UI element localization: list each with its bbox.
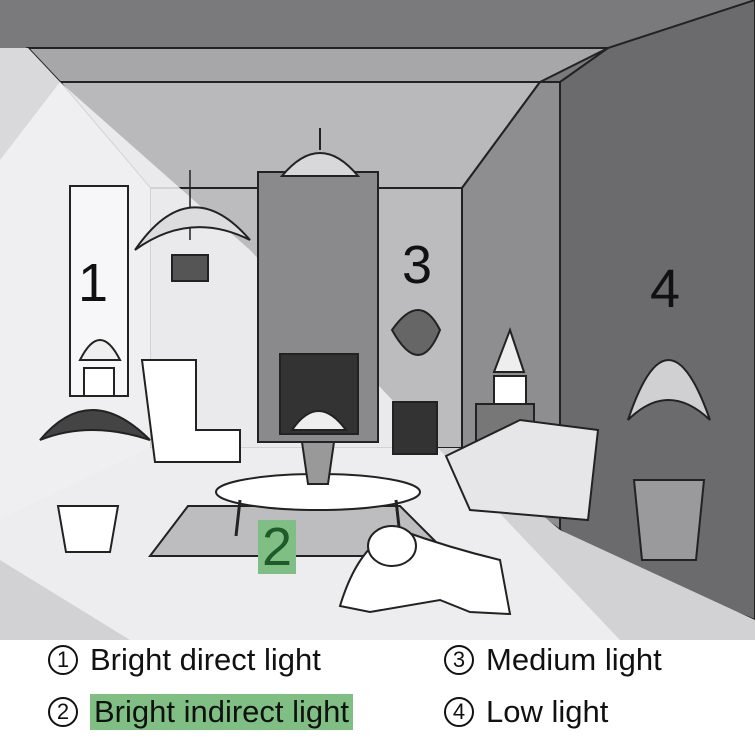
armchair-icon: [140, 359, 241, 463]
dog-icon: [338, 525, 512, 616]
legend-item-3: 3 Medium light: [444, 642, 662, 678]
legend-item-2: 2 Bright indirect light: [48, 694, 354, 730]
legend-label-3: Medium light: [486, 642, 662, 677]
plant-icon-large: [39, 409, 151, 553]
fiddle-leaf-fig-icon: [390, 309, 442, 455]
legend-number-4: 4: [444, 697, 474, 727]
sofa-chair-icon: [444, 418, 600, 522]
plant-icon: [78, 339, 122, 397]
zone-number-4: 4: [650, 259, 681, 319]
legend-label-1: Bright direct light: [90, 642, 321, 677]
zone-number-2: 2: [258, 520, 297, 574]
light-legend: 1 Bright direct light 2 Bright indirect …: [48, 640, 738, 740]
fern-icon: [134, 170, 251, 282]
legend-number-1: 1: [48, 645, 78, 675]
legend-label-2: Bright indirect light: [90, 694, 354, 730]
ceiling: [25, 47, 609, 83]
legend-label-4: Low light: [486, 694, 609, 729]
zone-number-3: 3: [402, 235, 433, 295]
legend-item-1: 1 Bright direct light: [48, 642, 321, 678]
ceiling-lamp-icon: [279, 128, 361, 177]
legend-number-3: 3: [444, 645, 474, 675]
legend-item-4: 4 Low light: [444, 694, 608, 730]
zone-number-1: 1: [78, 253, 109, 313]
legend-number-2: 2: [48, 697, 78, 727]
peace-lily-icon: [627, 359, 711, 561]
coffee-table-icon: [215, 410, 421, 537]
